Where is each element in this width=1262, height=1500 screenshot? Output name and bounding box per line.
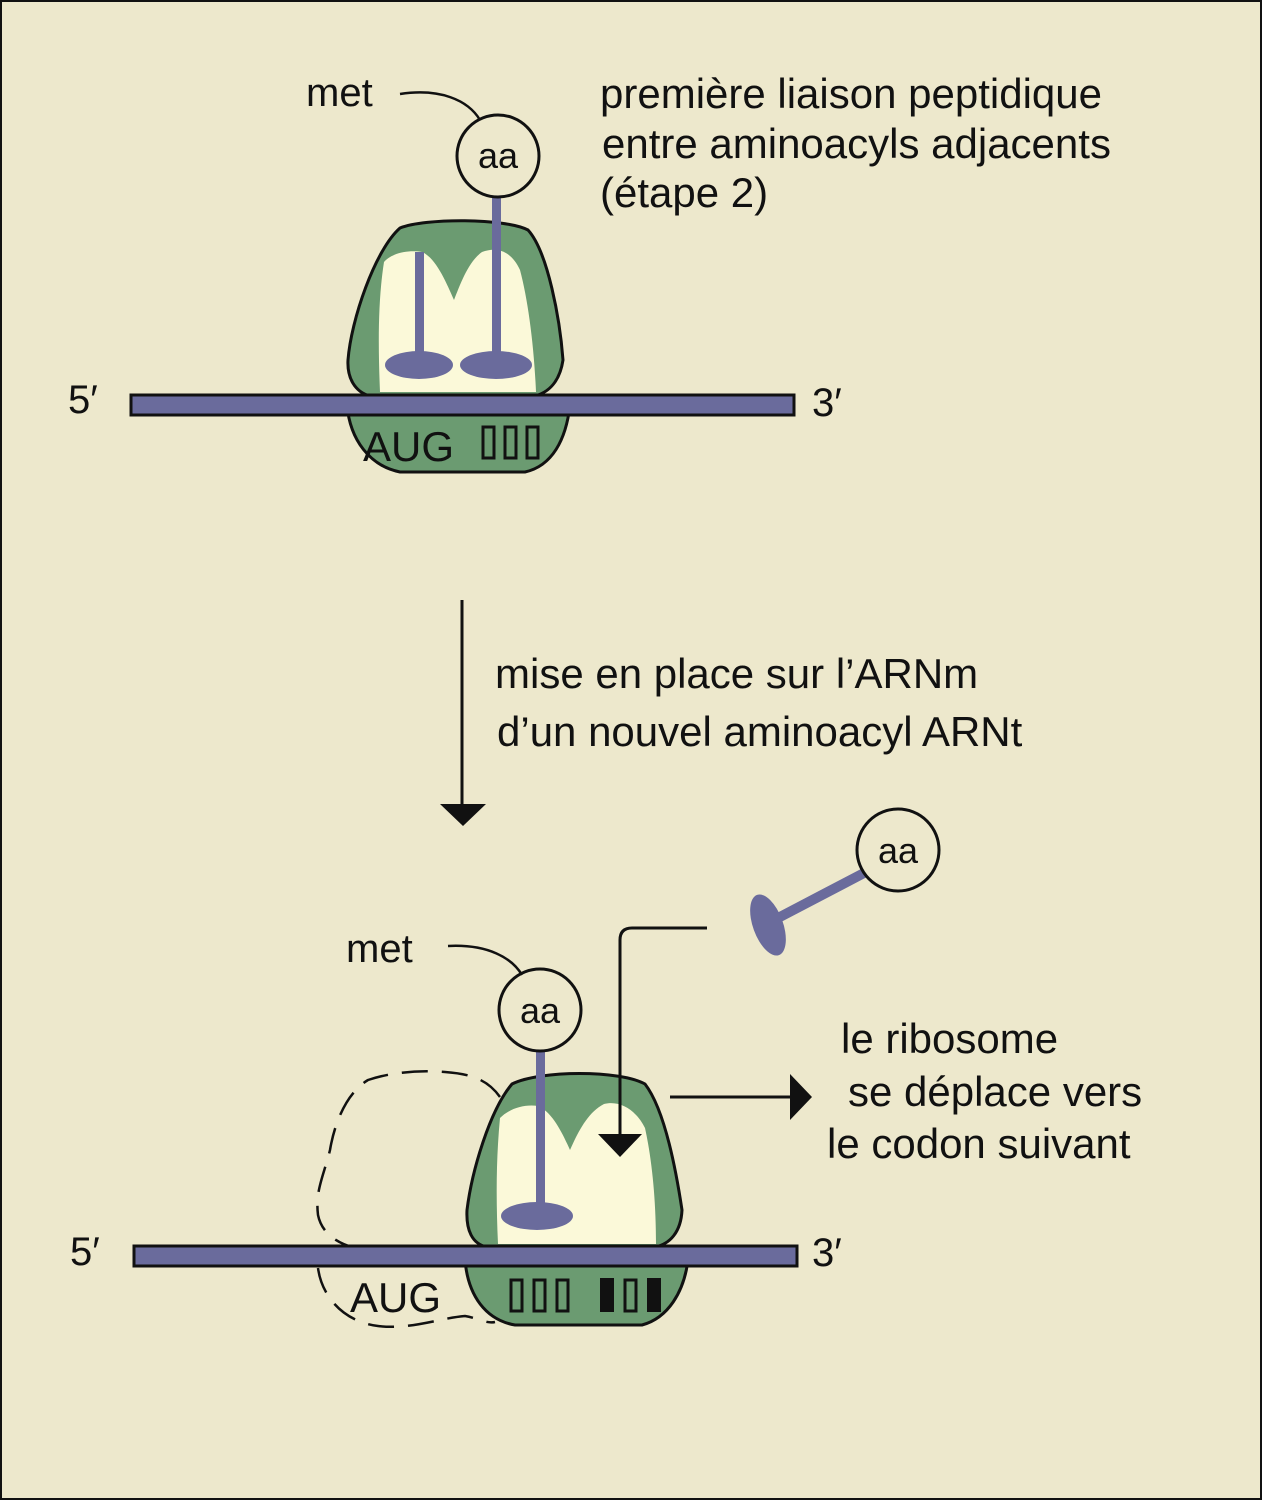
incoming-trna-stem (775, 868, 867, 923)
met-label: met (346, 927, 413, 971)
aa-label: aa (478, 135, 519, 176)
top-panel: aa met 5′ 3′ AUG première liaison peptid… (68, 70, 1111, 474)
arrow-down-icon (598, 1134, 642, 1157)
entry-path-line (618, 926, 707, 1136)
three-prime-label: 3′ (812, 1231, 842, 1275)
move-caption-line-1: le ribosome (841, 1015, 1058, 1062)
trna-icon (750, 894, 786, 956)
transition-line-2: d’un nouvel aminoacyl ARNt (497, 708, 1023, 755)
codon-filled (600, 1278, 661, 1313)
previous-small-subunit-outline (316, 1267, 496, 1328)
caption-line-2: entre aminoacyls adjacents (602, 120, 1111, 167)
met-label: met (306, 71, 373, 115)
three-prime-label: 3′ (812, 381, 842, 425)
mrna-strand (129, 393, 796, 417)
five-prime-label: 5′ (70, 1230, 100, 1274)
bottom-panel: aa aa met 5′ 3′ AUG (70, 807, 1142, 1328)
trna-anticodon-right (460, 351, 532, 379)
arrow-down-icon (440, 804, 486, 826)
trna-icon (536, 1050, 545, 1220)
aa-circle (455, 113, 541, 199)
codon-empty (481, 425, 540, 460)
aa-label: aa (520, 990, 561, 1031)
caption-line-1: première liaison peptidique (600, 70, 1102, 117)
met-leader-line (447, 944, 524, 976)
trna-anticodon (501, 1202, 573, 1230)
codon-empty (509, 1278, 570, 1313)
incoming-aa-circle (855, 807, 941, 893)
incoming-aa-label: aa (878, 830, 919, 871)
codon-aug: AUG (363, 423, 454, 470)
move-caption-line-3: le codon suivant (827, 1120, 1131, 1167)
met-leader-line (399, 91, 482, 121)
trna-icon (415, 252, 424, 362)
mrna-strand (132, 1244, 799, 1268)
move-caption-line-2: se déplace vers (848, 1068, 1142, 1115)
small-subunit-top (345, 403, 572, 474)
five-prime-label: 5′ (68, 378, 98, 422)
transition-line-1: mise en place sur l’ARNm (495, 650, 978, 697)
caption-line-3: (étape 2) (600, 169, 768, 216)
aa-circle (497, 967, 583, 1053)
previous-ribosome-outline (316, 1070, 502, 1250)
trna-anticodon-left (385, 351, 453, 379)
transition: mise en place sur l’ARNm d’un nouvel ami… (440, 600, 1023, 826)
codon-aug: AUG (350, 1274, 441, 1321)
trna-icon (492, 195, 501, 362)
arrow-right-icon (790, 1074, 812, 1120)
